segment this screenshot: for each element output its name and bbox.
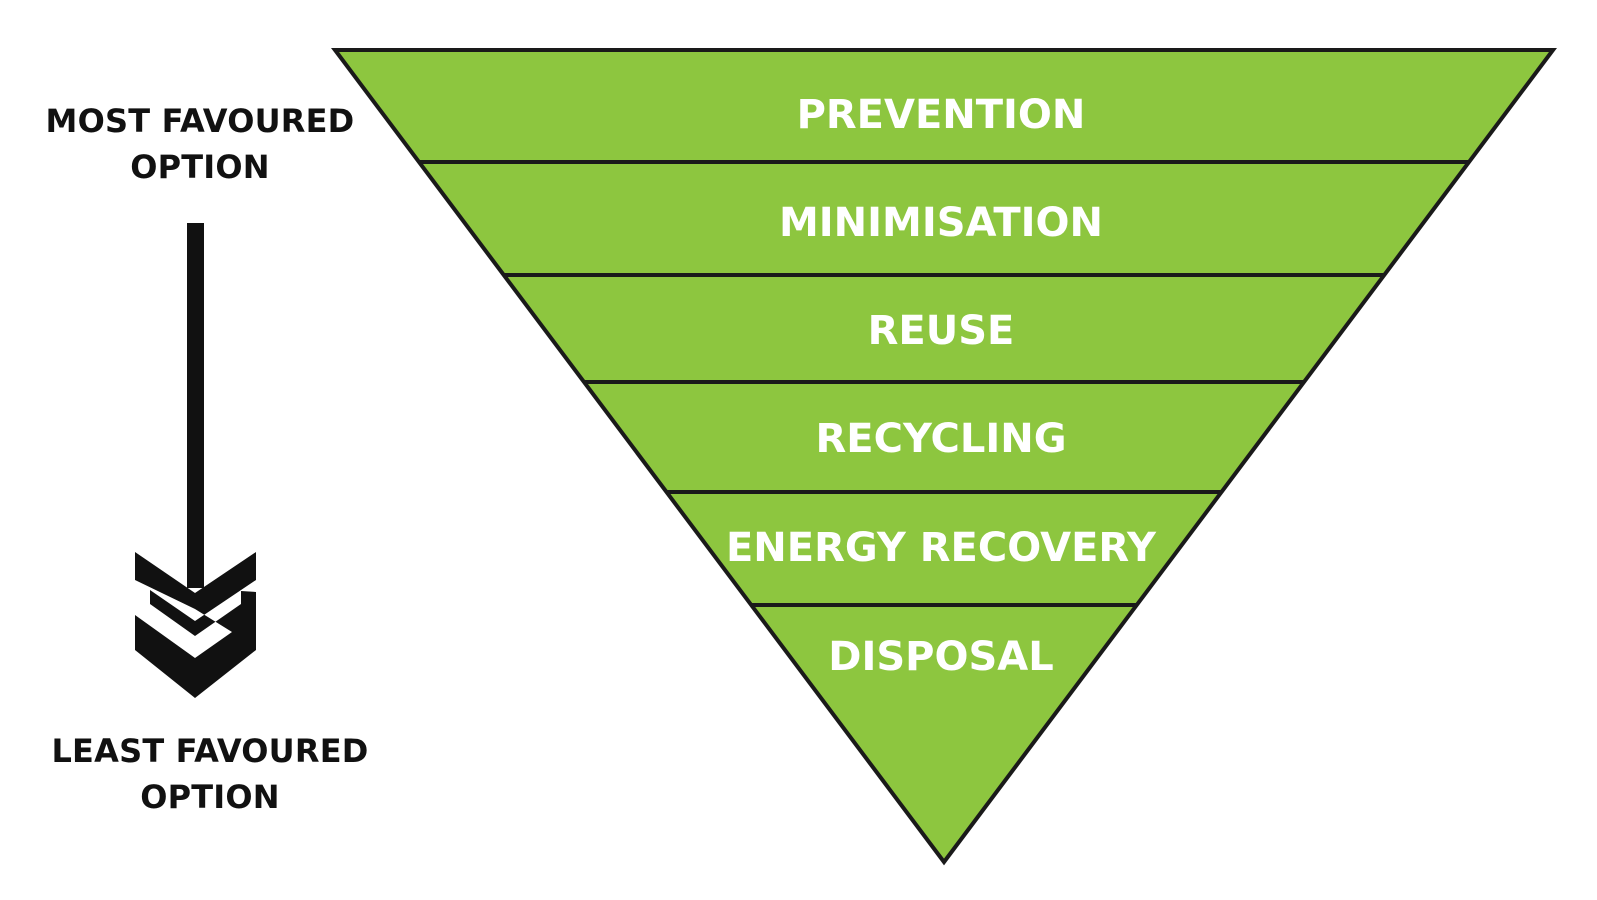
arrow-shaft	[187, 223, 204, 588]
tier-prevention: PREVENTION	[797, 92, 1086, 138]
least-favoured-line-1: LEAST FAVOURED	[51, 732, 369, 770]
most-favoured-line-2: OPTION	[130, 148, 270, 186]
tier-energy-recovery: ENERGY RECOVERY	[726, 525, 1157, 571]
pyramid-triangle	[331, 48, 1557, 866]
tier-disposal: DISPOSAL	[828, 634, 1053, 680]
least-favoured-label: LEAST FAVOURED OPTION	[40, 728, 380, 820]
tier-minimisation: MINIMISATION	[779, 200, 1103, 246]
most-favoured-line-1: MOST FAVOURED	[45, 102, 355, 140]
most-favoured-label: MOST FAVOURED OPTION	[30, 98, 370, 190]
arrow-chevron	[135, 552, 256, 698]
chevron-down-arrow-icon	[135, 223, 256, 698]
tier-recycling: RECYCLING	[815, 416, 1066, 462]
tier-reuse: REUSE	[868, 308, 1015, 354]
least-favoured-line-2: OPTION	[140, 778, 280, 816]
